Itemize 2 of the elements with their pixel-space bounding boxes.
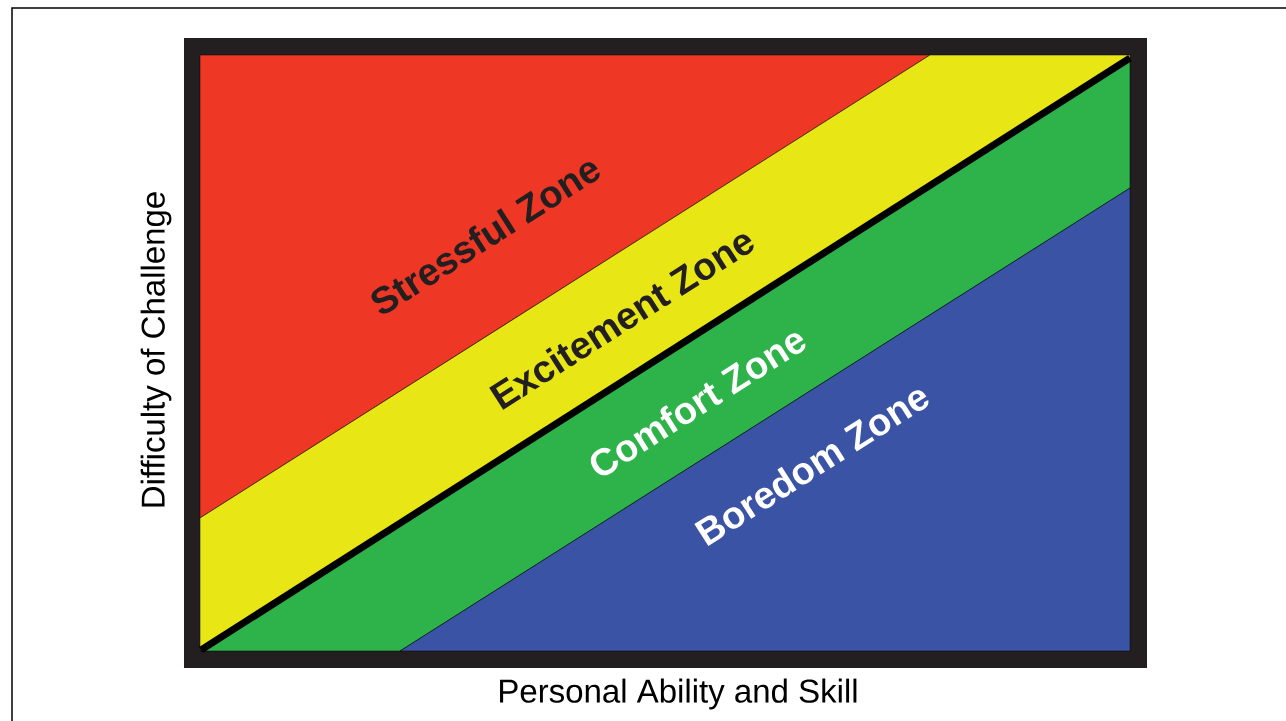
axis-label: Difficulty of Challenge bbox=[140, 192, 172, 507]
axis-label: Personal Ability and Skill bbox=[500, 678, 857, 710]
